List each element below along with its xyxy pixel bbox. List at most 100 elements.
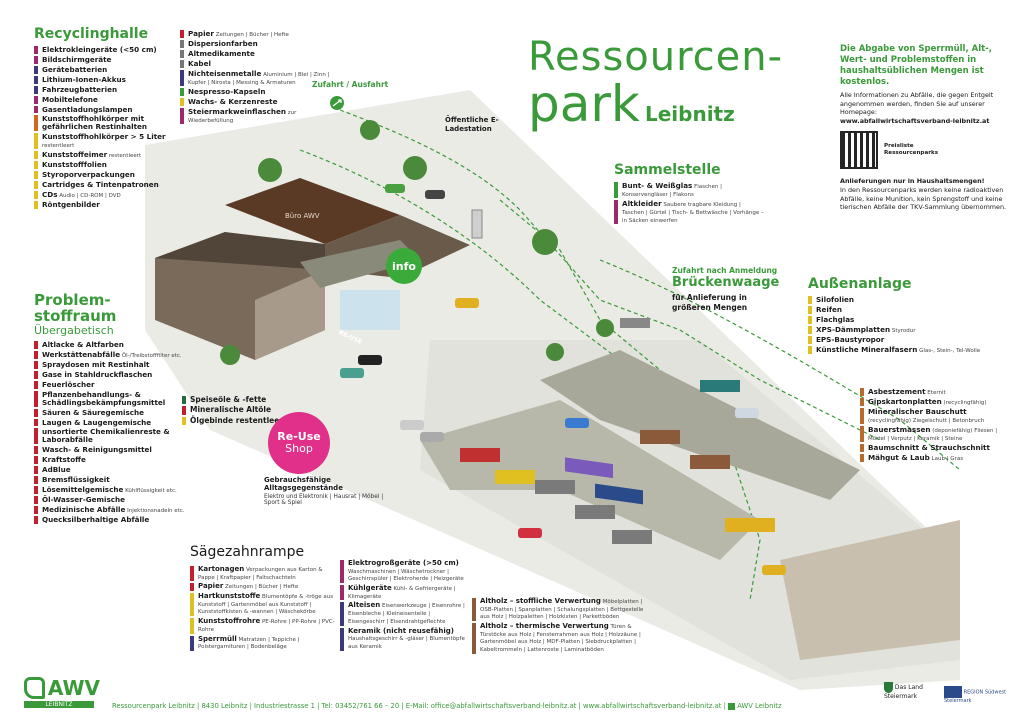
recycling-item-sub: Aluminium | Blei | Zinn | Kupfer | Niros… bbox=[188, 71, 330, 86]
saegezahn-item-label: Kartonagen bbox=[198, 565, 245, 573]
aussenanlage-item-label: Silofolien bbox=[816, 295, 855, 304]
facebook-icon[interactable] bbox=[728, 702, 736, 710]
aussenanlage-item: Gipskartonplatten (recyclingfähig) bbox=[860, 398, 1010, 407]
building-top bbox=[155, 232, 325, 270]
brueckenwaage-section: Zufahrt nach Anmeldung Brückenwaage für … bbox=[672, 266, 792, 313]
reuse-desc-text: Elektro und Elektronik | Hausrat | Möbel… bbox=[264, 494, 384, 506]
problemstoff-item-label: Spraydosen mit Restinhalt bbox=[42, 359, 150, 369]
land-logo: Das Land Steiermark bbox=[884, 682, 934, 701]
saegezahn-item: Altholz – thermische Verwertung Türen & … bbox=[472, 622, 654, 654]
problemstoff-item: Werkstättenabfälle Öl-/Treibstofffilter … bbox=[34, 350, 204, 360]
recyclinghalle-section: Recyclinghalle Elektrokleingeräte (<50 c… bbox=[34, 26, 184, 211]
saegezahn-item: Kartonagen Verpackungen aus Karton & Pap… bbox=[190, 565, 336, 582]
saegezahn-item-sub: Zeitungen | Bücher | Hefte bbox=[223, 584, 299, 591]
saegezahn-item-sub: Verpackungen aus Karton & Pappe | Kraftp… bbox=[198, 567, 323, 581]
saegezahn-item: Keramik (nicht reusefähig) Haushaltsgesc… bbox=[340, 627, 468, 651]
problemstoff-item-label: Quecksilberhaltige Abfälle bbox=[42, 514, 150, 524]
sammelstelle-item-sub: Saubere tragbare Kleidung | Taschen | Gü… bbox=[622, 202, 764, 225]
aussenanlage-item-sub: Eternit bbox=[925, 390, 946, 396]
aussenanlage-item: Baumschnitt & Strauchschnitt bbox=[860, 444, 1010, 453]
saegezahn-item: Altholz – stoffliche Verwertung Möbelpla… bbox=[472, 597, 654, 622]
building-front bbox=[255, 270, 325, 360]
problemstoff-item-label: Pflanzenbehandlungs- & Schädlingsbekämpf… bbox=[42, 389, 166, 407]
info-box: Die Abgabe von Sperrmüll, Alt-, Wert- un… bbox=[840, 44, 1008, 212]
glass-entrance bbox=[340, 290, 400, 330]
recycling-item: CDs Audio | CD-ROM | DVD bbox=[34, 190, 184, 200]
reuse-shop-badge[interactable]: Re-Use Shop bbox=[268, 412, 330, 474]
info-text: Alle Informationen zu Abfälle, die gegen… bbox=[840, 91, 994, 117]
recycling-item-label: Kabel bbox=[188, 58, 211, 68]
shelter-roof bbox=[300, 240, 420, 288]
problemstoff-item: Laugen & Laugengemische bbox=[34, 417, 204, 427]
problemstoff-item: Quecksilberhaltige Abfälle bbox=[34, 516, 204, 524]
footer-fb[interactable]: AWV Leibnitz bbox=[737, 702, 782, 710]
awv-logo: AWV LEIBNITZ bbox=[24, 676, 100, 710]
zufahrt-label: Zufahrt / Ausfahrt bbox=[312, 80, 389, 89]
info-url[interactable]: www.abfallwirtschaftsverband-leibnitz.at bbox=[840, 116, 990, 125]
recycling-item: Nichteisenmetalle Aluminium | Blei | Zin… bbox=[180, 68, 330, 87]
notice-text: In den Ressourcenparks werden keine radi… bbox=[840, 185, 1007, 212]
aussenanlage-item: Flachglas bbox=[808, 315, 998, 324]
problemstoff-item: Lösemittelgemische Kühlflüssigkeit etc. bbox=[34, 484, 204, 495]
saegezahn-item-sub: Waschmaschinen | Wäschetrockner | Geschi… bbox=[348, 568, 464, 583]
aussenanlage-item: Künstliche Mineralfasern Glas-, Stein-, … bbox=[808, 345, 998, 354]
aussenanlage-item-label: Bauerstmassen bbox=[868, 425, 931, 435]
aussenanlage-item-sub: (recyclingfähig) Ziegelschutt | Betonbru… bbox=[868, 418, 985, 425]
ramp-upper bbox=[540, 350, 860, 500]
recyclinghalle-list: Elektrokleingeräte (<50 cm)Bildschirmger… bbox=[34, 46, 184, 210]
recycling-item-label: Wachs- & Kerzenreste bbox=[188, 96, 278, 106]
zufahrt-anmeldung: Zufahrt nach Anmeldung bbox=[672, 266, 778, 275]
aussenanlage-item-label: Asbestzement bbox=[868, 387, 926, 396]
info-badge[interactable]: info bbox=[386, 248, 422, 284]
recycling-item-label: Styroporverpackungen bbox=[42, 170, 135, 180]
problemstoff-item: AdBlue bbox=[34, 466, 204, 474]
problemstoff-item-label: Laugen & Laugengemische bbox=[42, 417, 152, 427]
reuse-description: Gebrauchsfähige Alltagsgegenstände Elekt… bbox=[264, 476, 394, 506]
aussenanlage-item: XPS-Dämmplatten Styrodur bbox=[808, 325, 998, 334]
region-icon bbox=[944, 686, 962, 698]
recycling-item-label: Röntgenbilder bbox=[42, 200, 100, 210]
problemstoff-item-label: Lösemittelgemische bbox=[42, 484, 124, 494]
speise-item-label: Mineralische Altöle bbox=[190, 405, 272, 415]
problemstoff-item: Kraftstoffe bbox=[34, 455, 204, 465]
saegezahn-col-3: Altholz – stoffliche Verwertung Möbelpla… bbox=[472, 597, 654, 656]
ramp-lower bbox=[420, 400, 760, 560]
speise-item-label: Ölgebinde restentleert bbox=[190, 415, 287, 425]
recycling-item: Kunststoffhohlkörper > 5 Liter restentle… bbox=[34, 133, 184, 150]
saegezahn-col-2: Elektrogroßgeräte (>50 cm) Waschmaschine… bbox=[340, 559, 468, 653]
recycling-item-label: CDs bbox=[42, 190, 58, 200]
title-line-1: Ressourcen- bbox=[528, 34, 784, 80]
saegezahn-item-label: Kühlgeräte bbox=[348, 584, 392, 593]
recycling-item: Bildschirmgeräte bbox=[34, 55, 184, 64]
aussenanlage-item-sub: (recyclingfähig) bbox=[941, 400, 987, 407]
recycling-item-label: Kunststoffeimer bbox=[42, 150, 108, 160]
recycling-item-label: Nichteisenmetalle bbox=[188, 68, 262, 78]
recycling-item: Dispersionfarben bbox=[180, 40, 330, 48]
qr-code-icon[interactable] bbox=[840, 131, 878, 170]
problemstoff-item: Gase in Stahldruckflaschen bbox=[34, 370, 204, 379]
sammelstelle-section: Sammelstelle Bunt- & Weißglas Flaschen |… bbox=[614, 162, 764, 226]
recycling-item-label: Kunststoffhohlkörper mit gefährlichen Re… bbox=[42, 114, 148, 132]
recycling-item: Papier Zeitungen | Bücher | Hefte bbox=[180, 29, 330, 39]
recycling-item-sub: Zeitungen | Bücher | Hefte bbox=[213, 32, 289, 38]
recycling-item-label: Lithium-Ionen-Akkus bbox=[42, 74, 126, 84]
speise-item-label: Speiseöle & -fette bbox=[190, 395, 267, 404]
recycling-item-label: Papier bbox=[188, 29, 214, 38]
problemstoff-item-label: Kraftstoffe bbox=[42, 455, 86, 465]
aussenanlage-item: Asbestzement Eternit bbox=[860, 387, 1010, 397]
problemstoff-item: Feuerlöscher bbox=[34, 380, 204, 389]
aussenanlage-item-label: EPS-Baustyropor bbox=[816, 334, 885, 344]
weigh-bridge bbox=[620, 318, 650, 328]
building-roof bbox=[225, 178, 400, 244]
problemstoff-item: Bremsflüssigkeit bbox=[34, 476, 204, 484]
saegezahn-item-sub: Kühl- & Gefriergeräte | Klimageräte bbox=[348, 586, 456, 600]
region-logo: REGION Südwest Steiermark bbox=[944, 686, 1014, 705]
container-brown bbox=[690, 455, 730, 469]
recycling-item: Cartridges & Tintenpatronen bbox=[34, 181, 184, 190]
